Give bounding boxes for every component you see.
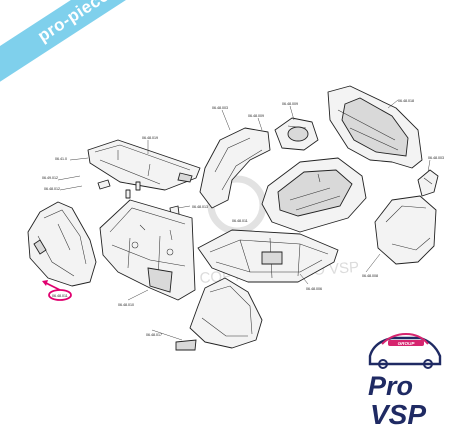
part-headlamp-bowl[interactable] xyxy=(274,117,319,151)
ref-label: 06.48.008 xyxy=(362,274,378,278)
part-rear-wheel-arch-liner[interactable] xyxy=(199,127,271,209)
part-rear-panel[interactable] xyxy=(327,85,423,169)
part-front-arch-liner[interactable] xyxy=(175,277,263,351)
logo-vsp-text: VSP xyxy=(370,399,426,430)
ref-label: 06.41.0 xyxy=(55,157,67,161)
logo-pro-text: Pro xyxy=(368,371,413,401)
ref-label: 06.48.003 xyxy=(428,156,444,160)
ref-label: 06.48.018 xyxy=(398,99,414,103)
part-front-left-wheel-arch[interactable] xyxy=(27,201,97,287)
part-front-bulkhead[interactable] xyxy=(99,199,196,301)
part-scuttle-panel[interactable] xyxy=(87,139,201,191)
ref-label-highlighted: 06.48.011 xyxy=(52,294,68,298)
part-boot-tub[interactable] xyxy=(261,157,367,233)
ref-label: 06.48.017 xyxy=(146,333,162,337)
ref-label: 06.48.013 xyxy=(192,205,208,209)
ref-label: 06.48.009 xyxy=(248,114,264,118)
ref-label: 06.48.003 xyxy=(212,106,228,110)
ref-label: 06.48.019 xyxy=(142,136,158,140)
ref-label: 06.48.010 xyxy=(118,303,134,307)
leader-lines xyxy=(57,99,431,341)
ref-label: 06.48.009 xyxy=(282,102,298,106)
ref-label: 06.48.006 xyxy=(306,287,322,291)
highlight-marker[interactable] xyxy=(42,280,72,301)
part-floor-pan[interactable] xyxy=(197,229,339,283)
ref-label: 06.48.011 xyxy=(232,219,248,223)
part-right-light-holder[interactable] xyxy=(417,169,439,197)
logo-group-label: GROUP xyxy=(398,341,416,346)
provsp-logo: GROUP Pro VSP xyxy=(368,332,442,430)
ref-label: 06.48.012 xyxy=(44,187,60,191)
reference-labels: 06.48.019 06.41.0 06.49.012 06.48.012 06… xyxy=(42,99,444,337)
part-right-rear-arch[interactable] xyxy=(374,195,437,265)
ref-label: 06.49.012 xyxy=(42,176,58,180)
